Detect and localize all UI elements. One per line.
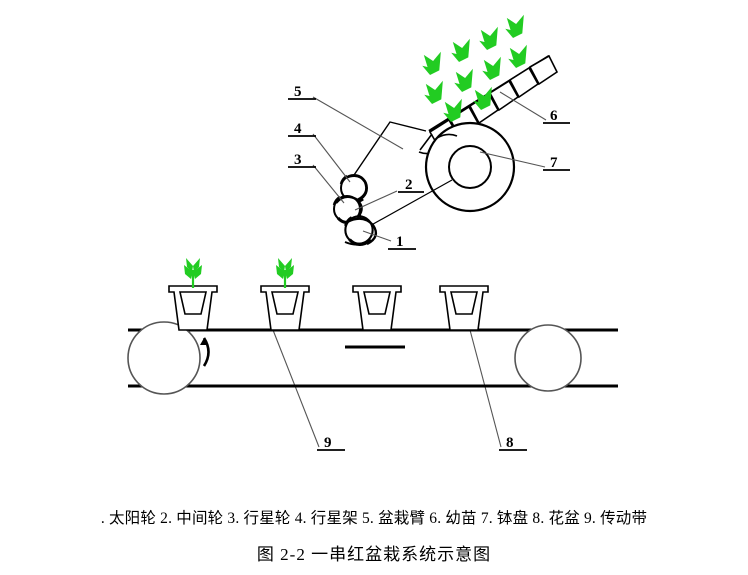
tray-disk	[424, 121, 516, 213]
left-pulley	[127, 321, 201, 395]
seedling-leaf-icon	[479, 26, 498, 50]
seedling-leaf-icon	[454, 68, 473, 92]
leader-2	[354, 190, 398, 211]
conveyor-belt	[127, 321, 618, 395]
leader-7	[479, 151, 546, 168]
callout-leaders	[272, 91, 547, 448]
seedling-leaf-icon	[508, 44, 527, 68]
arm-link-disk	[365, 179, 453, 229]
flower-pot	[439, 285, 489, 331]
callout-numbers: 1 2 3 4 5 6 7 8 9	[294, 84, 558, 451]
callout-5: 5	[294, 84, 302, 100]
callout-underlines	[288, 98, 570, 451]
tray-cell	[488, 79, 520, 112]
leader-8	[469, 329, 502, 448]
planted-seedlings	[184, 258, 294, 288]
rotation-arrow-head	[200, 338, 208, 345]
callout-2: 2	[405, 177, 413, 193]
callout-8: 8	[506, 435, 514, 451]
callout-3: 3	[294, 152, 302, 168]
seedling-leaf-icon	[422, 51, 441, 75]
callout-1: 1	[396, 234, 404, 250]
flower-pot	[260, 285, 310, 331]
legend-line: . 太阳轮 2. 中间轮 3. 行星轮 4. 行星架 5. 盆栽臂 6. 幼苗 …	[100, 510, 648, 527]
leader-4	[312, 133, 351, 183]
callout-6: 6	[550, 108, 558, 124]
seedling-leaf-icon	[482, 56, 501, 80]
callout-4: 4	[294, 121, 302, 137]
right-pulley	[514, 324, 582, 392]
sun-gear-rim	[344, 239, 372, 246]
arm-link-upper	[351, 121, 427, 179]
figure-title: 图 2-2 一串红盆栽系统示意图	[256, 545, 492, 564]
seedling-icon	[276, 258, 294, 288]
caption-zone: . 太阳轮 2. 中间轮 3. 行星轮 4. 行星架 5. 盆栽臂 6. 幼苗 …	[0, 500, 748, 575]
seedling-icon	[184, 258, 202, 288]
callout-7: 7	[550, 155, 558, 171]
tray-cell	[508, 66, 540, 99]
figure-canvas: 1 2 3 4 5 6 7 8 9	[127, 14, 618, 451]
flower-pot	[352, 285, 402, 331]
leader-3	[312, 164, 345, 204]
tray-cell	[528, 54, 559, 86]
schematic-drawing: 1 2 3 4 5 6 7 8 9	[127, 14, 618, 451]
leader-1	[362, 230, 392, 242]
disk-inner-circle	[448, 145, 492, 189]
disk-notch	[436, 133, 458, 139]
callout-9: 9	[324, 435, 332, 451]
planet-gear-teeth	[344, 174, 368, 202]
tray-cell-edge	[419, 133, 433, 151]
leader-9	[272, 329, 320, 448]
sun-gear-teeth	[346, 217, 378, 246]
seedling-leaf-icon	[505, 14, 524, 39]
seedling-leaf-icon	[424, 80, 443, 104]
leader-5	[312, 96, 404, 150]
leader-6	[499, 91, 547, 121]
flower-pots	[168, 285, 489, 331]
seedling-leaf-icon	[451, 38, 470, 62]
